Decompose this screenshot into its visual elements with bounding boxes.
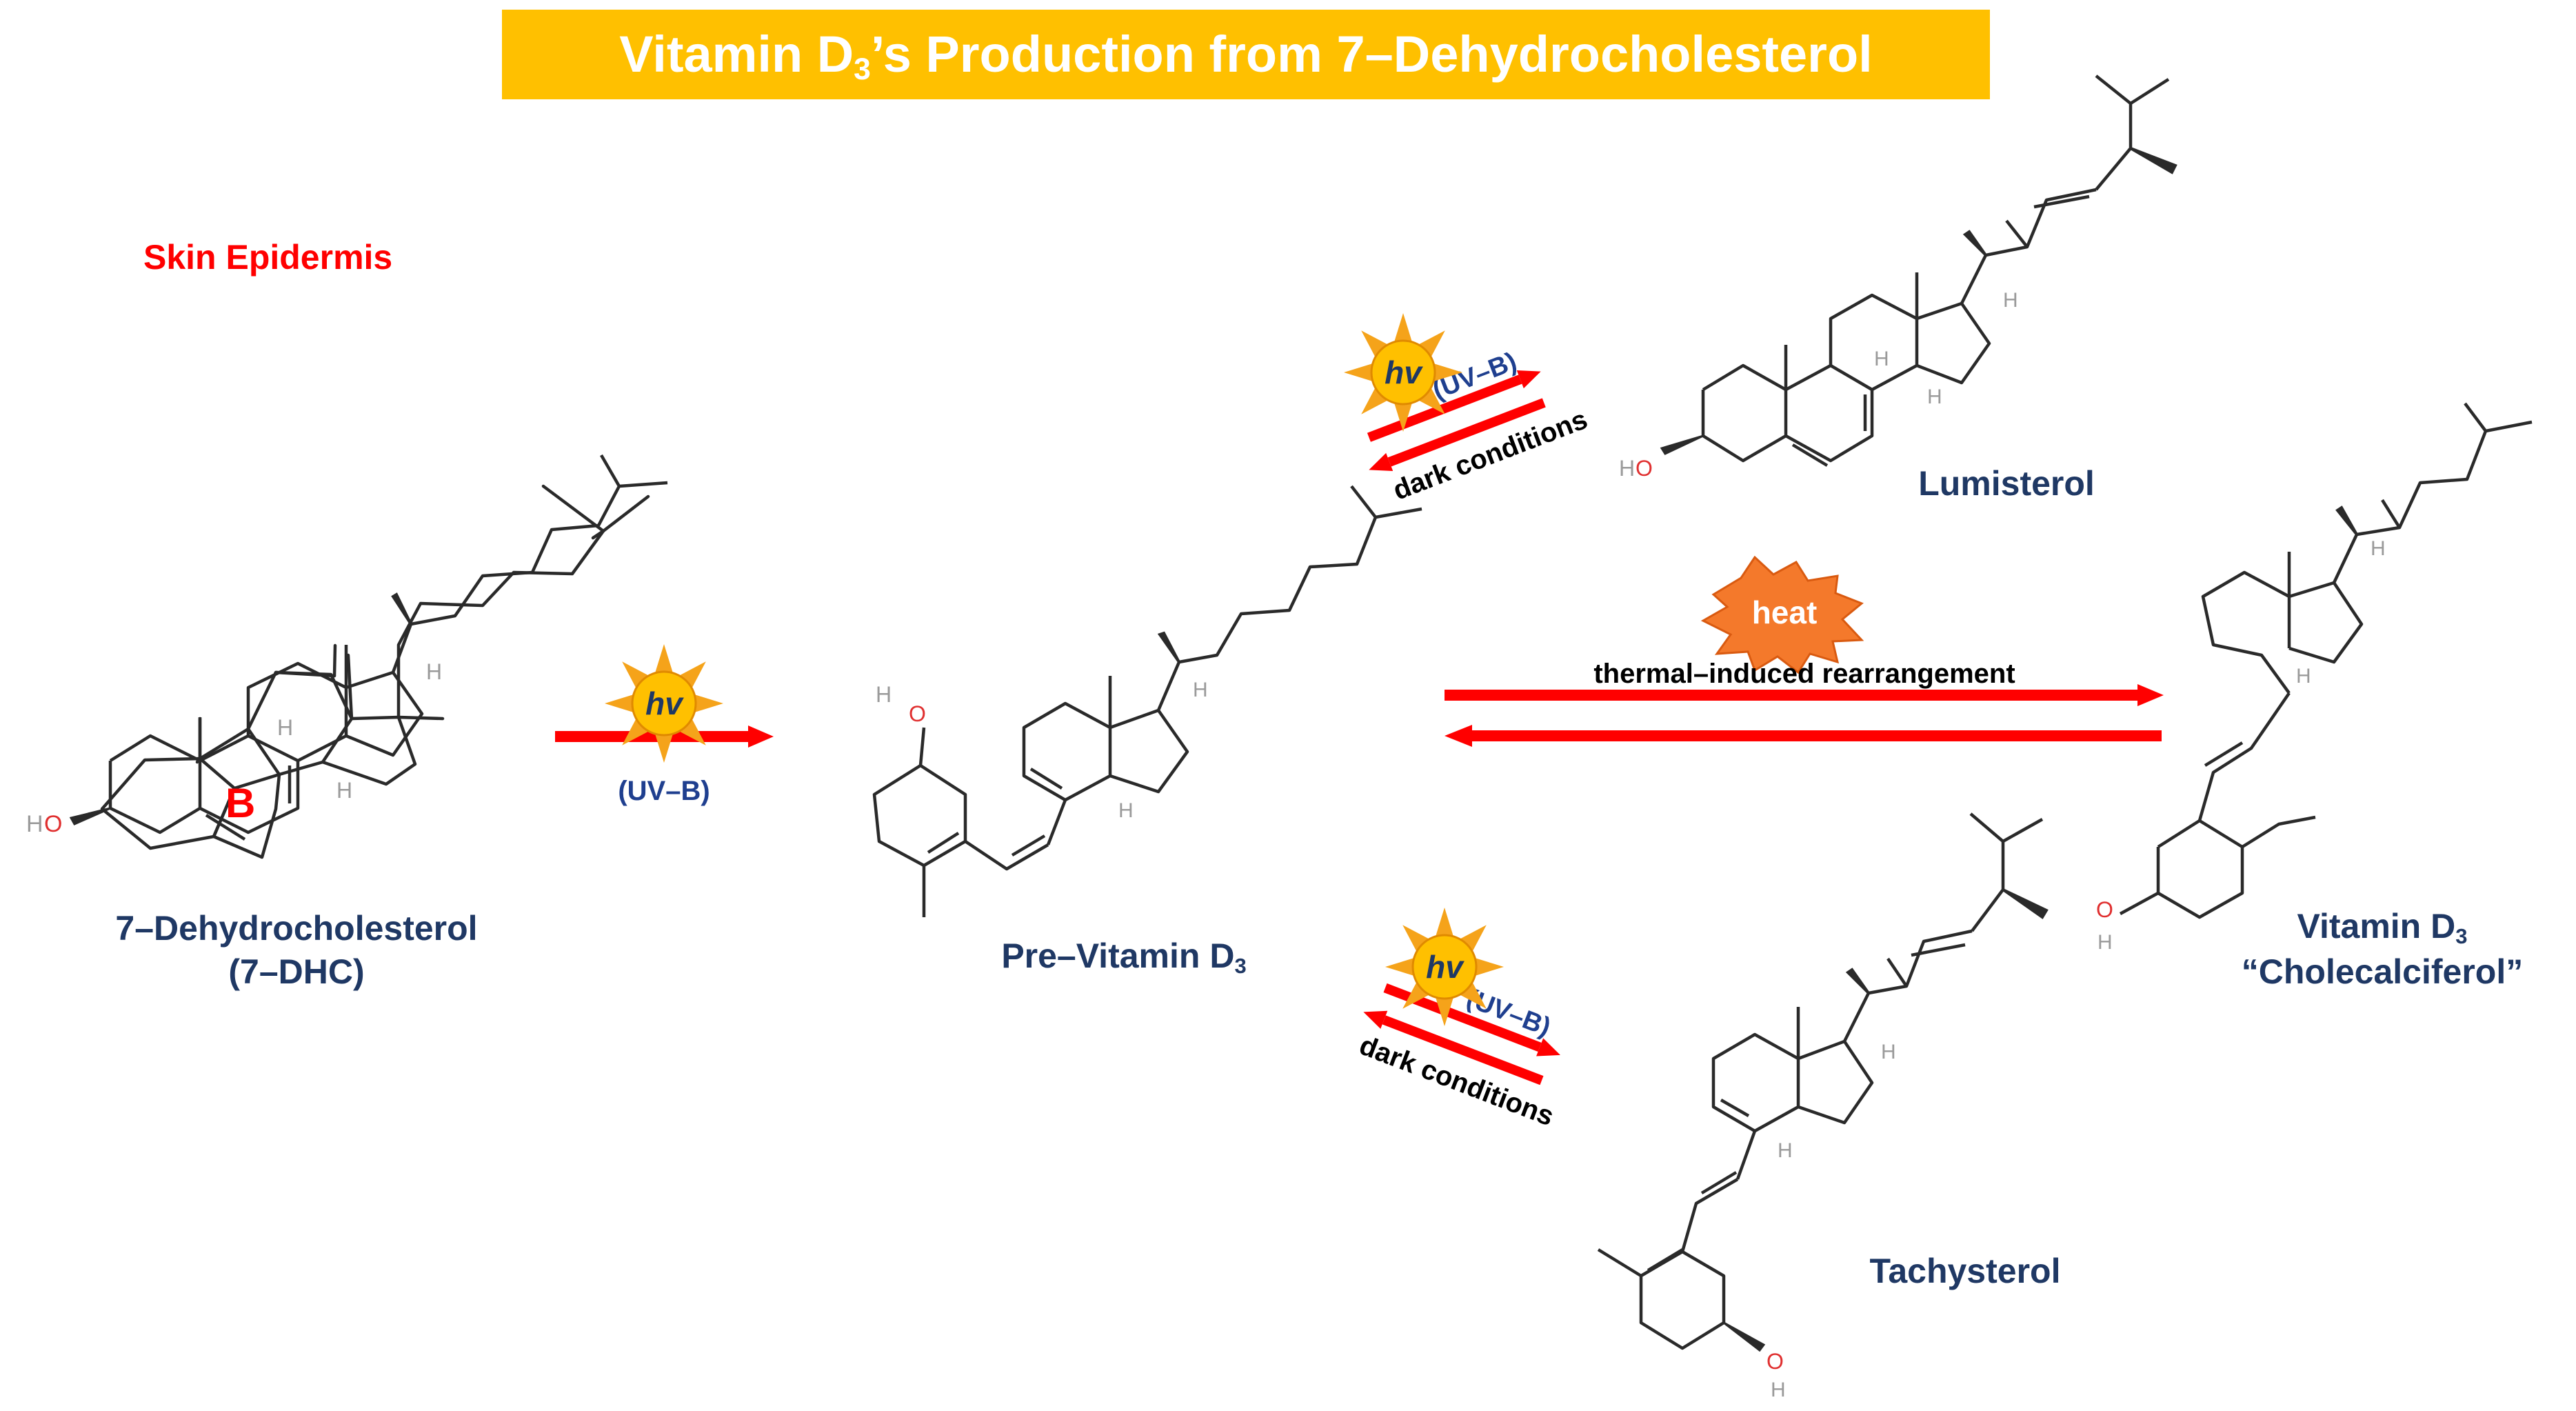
- lumi-hydroxyl-o: O: [1636, 456, 1653, 481]
- lumi-h-9: H: [1874, 348, 1889, 370]
- vit-h-14: H: [2296, 665, 2311, 688]
- lumisterol-label: Lumisterol: [1918, 464, 2095, 503]
- pre-h-14: H: [1118, 799, 1134, 822]
- dhc-label-line2: (7–DHC): [228, 952, 365, 991]
- previtamin-label-main: Pre–Vitamin D: [1001, 937, 1235, 975]
- heat-burst-icon: [1700, 555, 1864, 674]
- vit-hydroxyl-o: O: [2096, 897, 2113, 922]
- tachy-hydroxyl-o: O: [1767, 1349, 1784, 1374]
- tachysterol-structure: O H H H: [1597, 812, 2049, 1401]
- pre-h-17: H: [1193, 679, 1208, 701]
- tachysterol-label: Tachysterol: [1869, 1252, 2061, 1290]
- previtamin-structure: H O H H: [872, 485, 1422, 917]
- lumisterol-structure: H O H H H: [1619, 74, 2177, 481]
- lumi-h-14: H: [1927, 386, 1942, 408]
- heat-label: heat: [1752, 594, 1818, 630]
- dhc-label: 7–Dehydrocholesterol (7–DHC): [90, 907, 503, 993]
- location-label: Skin Epidermis: [143, 238, 393, 277]
- thermal-label: thermal–induced rearrangement: [1593, 659, 2015, 689]
- vit-hydroxyl-h: H: [2097, 931, 2113, 954]
- thermal-equilibrium-arrows: [1445, 684, 2164, 747]
- dhc-label-line1: 7–Dehydrocholesterol: [115, 909, 478, 948]
- photolysis-uvb: (UV–B): [618, 776, 710, 806]
- lumi-h-17: H: [2003, 289, 2018, 312]
- tachy-h-14: H: [1778, 1139, 1793, 1162]
- title-rest: ’s Production from 7–Dehydrocholesterol: [870, 26, 1873, 83]
- vitamin-label-main: Vitamin D: [2297, 907, 2456, 945]
- title-banner: Vitamin D3’s Production from 7–Dehydroch…: [502, 10, 1990, 99]
- dhc-h-17: H: [426, 659, 442, 684]
- vitamin-structure: O H H H: [2096, 402, 2533, 954]
- dhc-h-14: H: [336, 778, 352, 803]
- dhc-hydroxyl-h: H: [26, 811, 43, 837]
- vitamin-label-line2: “Cholecalciferol”: [2241, 952, 2524, 991]
- dhc-h-9: H: [277, 715, 293, 740]
- ring-b-label: B: [225, 780, 255, 826]
- lumi-hydroxyl-h: H: [1619, 456, 1635, 481]
- previtamin-label-sub: 3: [1234, 953, 1247, 978]
- photolysis-arrow: [555, 725, 774, 748]
- dhc-hydroxyl-o: O: [44, 811, 62, 837]
- tachy-hv: hv: [1426, 949, 1465, 985]
- vitamin-label: Vitamin D3 “Cholecalciferol”: [2196, 905, 2568, 993]
- pre-hydroxyl-h: H: [876, 682, 892, 707]
- tachy-h-17: H: [1881, 1041, 1896, 1063]
- previtamin-label: Pre–Vitamin D3: [952, 934, 1296, 980]
- photolysis-hv: hv: [645, 686, 684, 721]
- vit-h-17: H: [2371, 537, 2386, 560]
- dhc-structure: H O H H H B: [26, 454, 668, 859]
- pre-hydroxyl-o: O: [909, 701, 926, 726]
- vitamin-label-sub: 3: [2455, 923, 2468, 948]
- title-subscript: 3: [854, 52, 871, 87]
- lumi-hv: hv: [1385, 354, 1423, 390]
- title-main: Vitamin D: [619, 26, 854, 83]
- vitamin-label-line1: Vitamin D3: [2196, 905, 2568, 950]
- tachy-hydroxyl-h: H: [1771, 1379, 1786, 1401]
